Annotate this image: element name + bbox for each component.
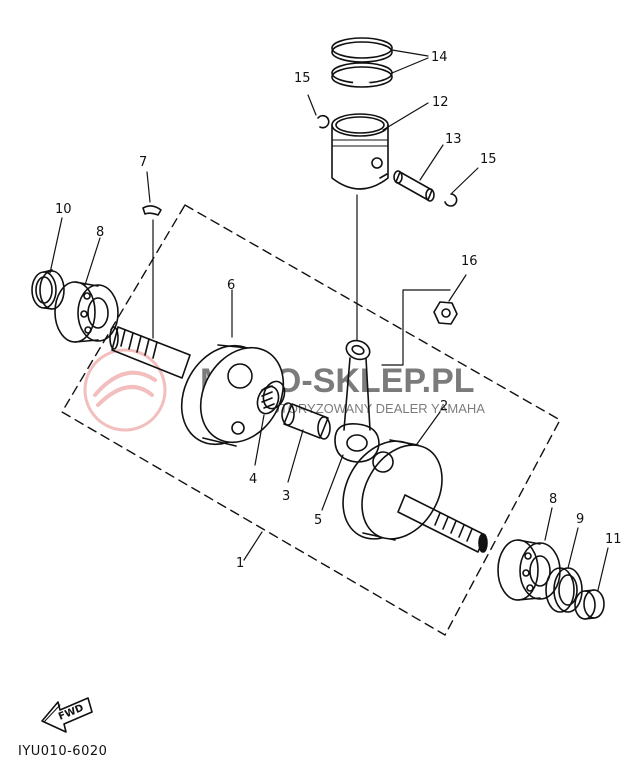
forward-arrow-icon: FWD (41, 697, 93, 733)
nut (433, 301, 458, 325)
piston-pin (393, 170, 435, 202)
leader-7 (146, 171, 151, 203)
crank-pin (281, 402, 331, 440)
bearing-left (54, 281, 119, 343)
leader-13 (419, 144, 444, 181)
watermark-logo-icon (83, 348, 167, 432)
part-label-3: 3 (282, 489, 290, 504)
part-label-6: 6 (227, 278, 235, 293)
watermark-tagline: AUTORYZOWANY DEALER YAMAHA (262, 401, 485, 416)
part-label-15-left: 15 (294, 71, 311, 86)
piston (331, 113, 389, 190)
needle-bearing (256, 380, 286, 415)
part-label-12: 12 (432, 95, 449, 110)
leader-5 (321, 454, 344, 511)
circlip-left (317, 114, 330, 129)
leader-3 (287, 429, 304, 483)
part-label-4: 4 (249, 472, 257, 487)
part-label-10: 10 (55, 202, 72, 217)
oil-seal-left (31, 269, 65, 310)
leader-14 (391, 49, 429, 74)
part-label-14: 14 (431, 50, 448, 65)
leader-9 (567, 527, 579, 569)
part-label-1: 1 (236, 556, 244, 571)
part-label-5: 5 (314, 513, 322, 528)
right-crank-wheel (342, 439, 443, 541)
part-label-8-left: 8 (96, 225, 104, 240)
leader-2 (416, 411, 441, 445)
part-label-2: 2 (440, 399, 448, 414)
leader-11 (597, 547, 609, 591)
part-label-9: 9 (576, 512, 584, 527)
part-label-16: 16 (461, 254, 478, 269)
leader-8-right (544, 507, 553, 541)
woodruff-key (142, 205, 162, 216)
part-label-15-right: 15 (480, 152, 497, 167)
leader-1 (243, 531, 263, 561)
part-label-8-right: 8 (549, 492, 557, 507)
leader-12 (382, 102, 429, 131)
connecting-rod (334, 339, 380, 463)
part-label-7: 7 (139, 155, 147, 170)
leader-4 (254, 414, 265, 466)
part-label-13: 13 (445, 132, 462, 147)
right-crankshaft-shaft (397, 494, 488, 553)
crankshaft-assembly-outline (61, 204, 561, 636)
oil-seal-right (545, 567, 583, 613)
collar (574, 589, 605, 620)
left-crankshaft-shaft (109, 326, 191, 379)
diagram-code: IYU010-6020 (18, 744, 107, 759)
bearing-right (497, 539, 561, 601)
left-crank-wheel (180, 344, 285, 447)
leader-8-left (84, 237, 101, 286)
part-labels: 1 2 3 4 5 6 7 8 8 9 10 11 12 13 14 15 15… (55, 50, 622, 571)
nut-to-rod-line (381, 289, 451, 366)
leader-10 (49, 217, 63, 274)
circlip-right (444, 193, 458, 207)
part-label-11: 11 (605, 532, 622, 547)
piston-rings (331, 37, 393, 88)
leader-16 (448, 274, 467, 302)
